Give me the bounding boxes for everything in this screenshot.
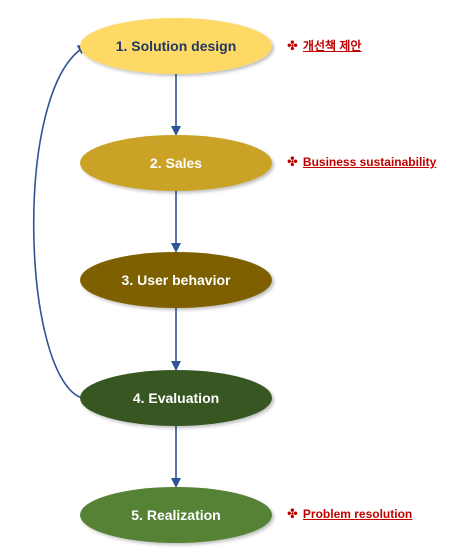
node-evaluation: 4. Evaluation <box>80 370 272 426</box>
node-sales-label: 2. Sales <box>150 155 202 171</box>
node-sales-shape <box>80 135 272 191</box>
node-sales: 2. Sales <box>80 135 272 191</box>
node-user-behavior-label: 3. User behavior <box>122 272 231 288</box>
note-text: 개선책 제안 <box>302 39 362 53</box>
note-marker-icon: ✤ <box>287 154 298 169</box>
note-realization: ✤ Problem resolution <box>287 506 412 522</box>
note-text: Business sustainability <box>302 155 437 169</box>
node-realization-shape <box>80 487 272 543</box>
node-solution-design-label: 1. Solution design <box>116 38 237 54</box>
note-marker-icon: ✤ <box>287 506 298 521</box>
note-text: Problem resolution <box>302 507 413 521</box>
feedback-arrow <box>32 45 88 399</box>
note-marker-icon: ✤ <box>287 37 298 53</box>
node-user-behavior: 3. User behavior <box>80 252 272 308</box>
node-realization-label: 5. Realization <box>131 507 220 523</box>
node-evaluation-shape <box>80 370 272 426</box>
note-sales: ✤ Business sustainability <box>287 154 436 170</box>
node-evaluation-label: 4. Evaluation <box>133 390 219 406</box>
node-realization: 5. Realization <box>80 487 272 543</box>
note-solution-design: ✤ 개선책 제안 <box>287 37 361 54</box>
node-user-behavior-shape <box>80 252 272 308</box>
node-solution-design: 1. Solution design <box>80 18 272 74</box>
node-solution-design-shape <box>80 18 272 74</box>
